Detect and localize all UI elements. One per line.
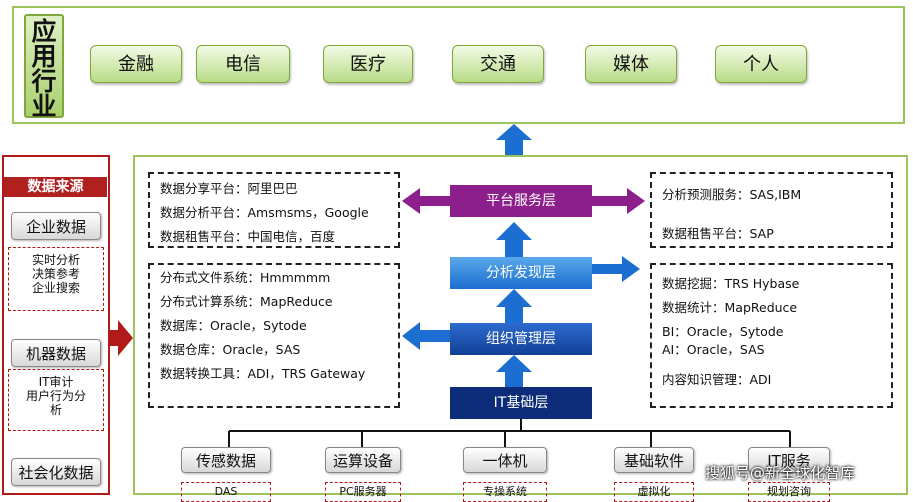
blue-left-arrow-icon [402,322,450,350]
box-line: BI：Oracle，Sytode [662,324,784,339]
detail-line: 析 [49,403,62,417]
data-source-panel [2,155,110,495]
box-line: 分布式文件系统：Hmmmmm [160,270,331,285]
box-line: 数据分析平台：Amsmsms，Google [160,205,369,220]
base-software-detail: 虚拟化 [614,482,694,502]
industry-label-char: 行 [31,67,57,96]
industry-label: 应 用 行 业 [24,14,64,121]
computing-device-button[interactable]: 运算设备 [325,447,401,473]
box-line: 分析预测服务：SAS,IBM [662,187,802,202]
detail-line: 用户行为分 [25,389,86,403]
purple-left-arrow-icon [402,188,450,214]
sensor-data-button[interactable]: 传感数据 [181,447,271,473]
box-line: AI：Oracle，SAS [662,342,765,357]
it-service-detail: 规划咨询 [748,482,830,502]
service-examples-box: 分析预测服务：SAS,IBM 数据租售平台：SAP [650,172,893,248]
industry-medical[interactable]: 医疗 [323,45,413,83]
up-arrow-icon [496,124,532,155]
data-source-title: 数据来源 [4,177,107,197]
box-line: 数据转换工具：ADI，TRS Gateway [160,366,366,381]
industry-finance[interactable]: 金融 [90,45,182,83]
detail-line: 决策参考 [31,267,80,281]
detail-line: IT审计 [38,375,74,389]
analysis-discovery-layer[interactable]: 分析发现层 [450,257,592,289]
industry-personal[interactable]: 个人 [715,45,807,83]
computing-device-detail: PC服务器 [325,482,401,502]
analysis-examples-box: 数据挖掘：TRS Hybase 数据统计：MapReduce BI：Oracle… [650,263,893,408]
all-in-one-detail: 专操系统 [463,482,547,502]
box-line: 数据租售平台：中国电信，百度 [160,229,336,244]
up-arrow-icon [496,222,532,257]
box-line: 分布式计算系统：MapReduce [160,294,333,309]
box-line: 数据分享平台：阿里巴巴 [160,181,298,196]
machine-data-details: IT审计 用户行为分 析 [8,369,104,431]
industry-telecom[interactable]: 电信 [196,45,290,83]
box-line: 数据统计：MapReduce [662,300,798,315]
sensor-data-detail: DAS [181,482,271,502]
box-line: 数据仓库：Oracle，SAS [160,342,301,357]
it-infrastructure-layer[interactable]: IT基础层 [450,387,592,419]
all-in-one-button[interactable]: 一体机 [463,447,547,473]
box-line: 内容知识管理：ADI [662,372,772,387]
machine-data-button[interactable]: 机器数据 [11,339,101,367]
box-line: 数据租售平台：SAP [662,226,774,241]
industry-label-char: 业 [31,92,57,121]
industry-media[interactable]: 媒体 [585,45,677,83]
right-arrow-icon [110,320,133,356]
watermark: 搜狐号@新全球化智库 [705,464,856,482]
box-line: 数据库：Oracle，Sytode [160,318,307,333]
management-examples-box: 分布式文件系统：Hmmmmm 分布式计算系统：MapReduce 数据库：Ora… [148,263,400,408]
enterprise-data-details: 实时分析 决策参考 企业搜索 [8,247,104,311]
platform-examples-box: 数据分享平台：阿里巴巴 数据分析平台：Amsmsms，Google 数据租售平台… [148,172,400,248]
blue-right-arrow-icon [592,256,640,282]
detail-line: 企业搜索 [31,281,80,295]
platform-service-layer[interactable]: 平台服务层 [450,185,592,217]
up-arrow-icon [496,289,532,323]
social-data-button[interactable]: 社会化数据 [11,458,101,486]
detail-line: 实时分析 [31,253,80,267]
it-service-button[interactable]: IT服务 [748,447,830,473]
base-software-button[interactable]: 基础软件 [614,447,694,473]
industry-label-char: 应 [31,17,57,46]
organization-management-layer[interactable]: 组织管理层 [450,323,592,355]
enterprise-data-button[interactable]: 企业数据 [11,212,101,240]
up-arrow-icon [496,355,532,387]
industry-label-char: 用 [31,42,57,71]
industry-transport[interactable]: 交通 [452,45,544,83]
box-line: 数据挖掘：TRS Hybase [662,276,800,291]
purple-right-arrow-icon [592,188,645,214]
